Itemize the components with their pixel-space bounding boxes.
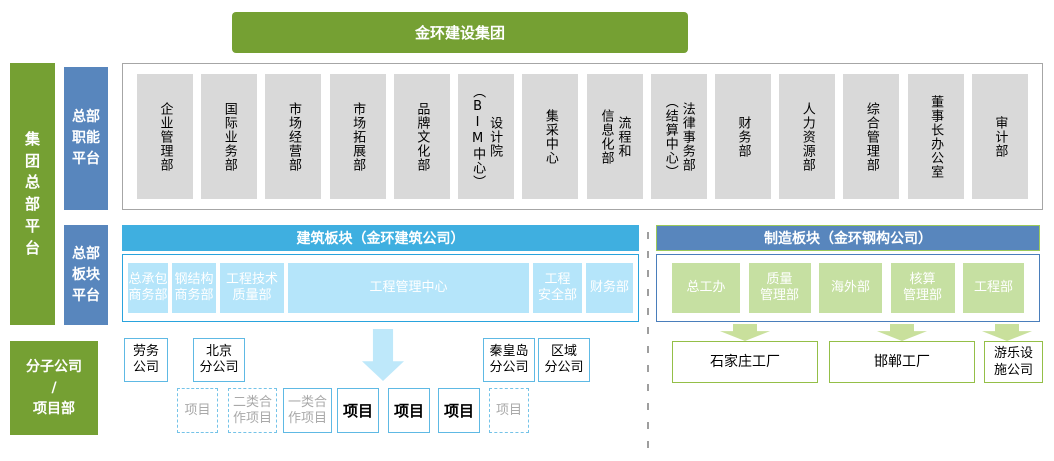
project-box: 项目 — [438, 388, 480, 433]
arrow-down-icon — [982, 324, 1032, 341]
functional-dept-box: 企业管理部 — [137, 74, 193, 199]
construction-dept-box: 工程管理中心 — [288, 263, 529, 313]
manufacturing-dept-box: 海外部 — [819, 263, 882, 313]
functional-dept-box: 人力资源部 — [779, 74, 836, 199]
construction-departments-panel: 总承包 商务部 钢结构 商务部 工程技术 质量部 工程管理中心 工程 安全部 财… — [122, 254, 639, 322]
arrow-down-icon — [877, 324, 927, 341]
project-box: 项目 — [337, 388, 379, 433]
manufacturing-dept-box: 总工办 — [672, 263, 740, 313]
manufacturing-dept-box: 工程部 — [963, 263, 1024, 313]
big-arrow-down-icon — [362, 329, 404, 381]
construction-block-header: 建筑板块（金环建筑公司） — [122, 225, 639, 251]
functional-dept-box: 流程和 信息化部 — [586, 74, 643, 199]
functional-dept-box: 设计院 （BIM中心） — [458, 74, 515, 199]
project-box: 项目 — [489, 388, 529, 433]
functional-dept-box: 集采中心 — [522, 74, 579, 199]
functional-dept-box: 审计部 — [971, 74, 1028, 199]
group-platform-rail: 集 团 总 部 平 台 — [10, 63, 55, 325]
branch-company-box: 区域 分公司 — [538, 338, 590, 382]
factory-box: 邯郸工厂 — [829, 341, 975, 383]
functional-dept-box: 董事长办公室 — [907, 74, 964, 199]
construction-dept-box: 财务部 — [586, 263, 633, 313]
functional-dept-box: 综合管理部 — [843, 74, 900, 199]
group-title-banner: 金环建设集团 — [232, 12, 688, 53]
section-divider — [647, 232, 649, 458]
construction-dept-box: 总承包 商务部 — [128, 263, 168, 313]
segment-platform-label: 总部 板块 平台 — [64, 225, 108, 325]
arrow-down-icon — [720, 324, 770, 341]
factory-box: 游乐设 施公司 — [984, 341, 1043, 383]
functional-dept-box: 品牌文化部 — [393, 74, 450, 199]
subsidiaries-label: 分子公司 / 项目部 — [10, 341, 98, 435]
project-box: 项目 — [177, 388, 218, 433]
functional-dept-box: 财务部 — [714, 74, 771, 199]
construction-dept-box: 工程 安全部 — [533, 263, 582, 313]
branch-company-box: 秦皇岛 分公司 — [483, 338, 535, 382]
functional-dept-box: 市场拓展部 — [329, 74, 386, 199]
functional-departments-panel: 企业管理部 国际业务部 市场经营部 市场拓展部 品牌文化部 设计院 （BIM中心… — [122, 63, 1043, 210]
branch-company-box: 劳务 公司 — [124, 338, 168, 382]
functional-dept-box: 市场经营部 — [265, 74, 322, 199]
functional-dept-box: 法律事务部 （结算中心） — [650, 74, 707, 199]
manufacturing-dept-box: 核算 管理部 — [890, 263, 955, 313]
manufacturing-block-header: 制造板块（金环钢构公司） — [656, 225, 1040, 251]
project-box: 一类合 作项目 — [283, 388, 332, 433]
construction-dept-box: 钢结构 商务部 — [172, 263, 216, 313]
project-box: 二类合 作项目 — [228, 388, 277, 433]
branch-company-box: 北京 分公司 — [193, 338, 245, 382]
manufacturing-dept-box: 质量 管理部 — [748, 263, 811, 313]
functional-platform-label: 总部 职能 平台 — [64, 67, 108, 210]
manufacturing-departments-panel: 总工办 质量 管理部 海外部 核算 管理部 工程部 — [656, 254, 1040, 322]
factory-box: 石家庄工厂 — [672, 341, 818, 383]
construction-dept-box: 工程技术 质量部 — [220, 263, 284, 313]
project-box: 项目 — [388, 388, 430, 433]
functional-dept-box: 国际业务部 — [201, 74, 258, 199]
